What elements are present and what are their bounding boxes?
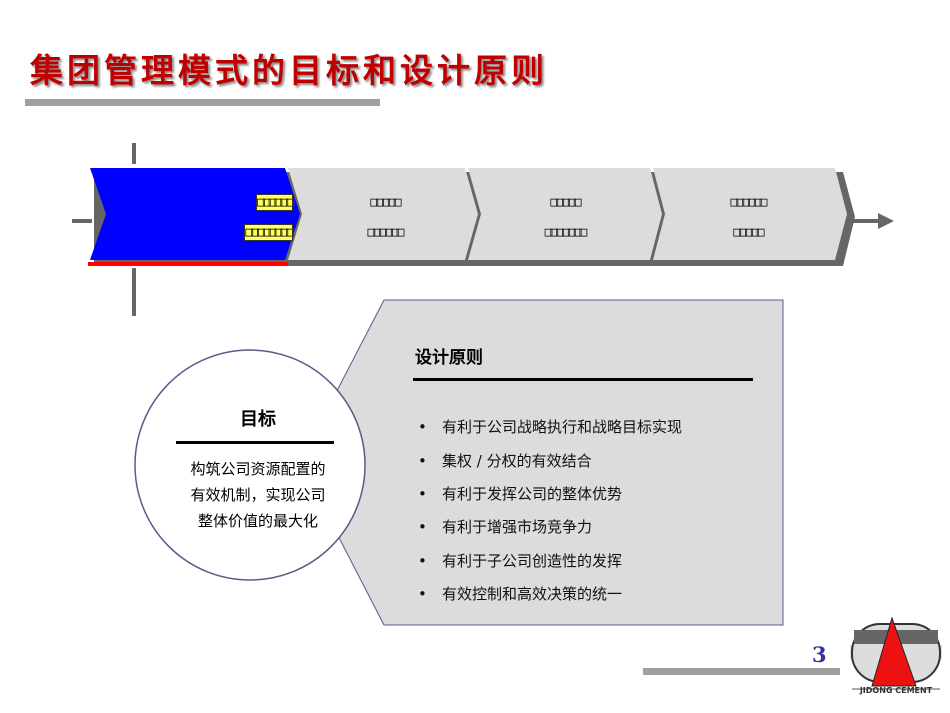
principle-item: •有利于发挥公司的整体优势 (418, 485, 623, 503)
page-number: 3 (812, 642, 827, 667)
arrow-head-icon (878, 213, 894, 229)
principle-item: •有利于公司战略执行和战略目标实现 (418, 418, 683, 436)
chevron-step-3 (468, 168, 662, 260)
principle-item: •有效控制和高效决策的统一 (418, 585, 623, 603)
active-step-underline (88, 262, 288, 266)
principles-divider (413, 378, 753, 381)
step-1-label[interactable]: □□□□□□ □□□□□□□□ (244, 194, 294, 241)
step-2-label[interactable]: □□□□□ □□□□□□ (367, 195, 405, 240)
title-underline (25, 99, 380, 106)
goal-description: 构筑公司资源配置的 有效机制，实现公司 整体价值的最大化 (190, 460, 326, 530)
jidong-logo (850, 616, 942, 690)
goal-circle (134, 349, 366, 581)
principle-item: •有利于增强市场竞争力 (418, 518, 593, 536)
principle-item: •有利于子公司创造性的发挥 (418, 552, 623, 570)
goal-heading: 目标 (240, 409, 276, 430)
goal-divider (176, 441, 334, 444)
principles-heading: 设计原则 (415, 348, 483, 368)
principle-item: •集权 / 分权的有效结合 (418, 452, 592, 470)
step-3-label[interactable]: □□□□□ □□□□□□□ (544, 195, 588, 240)
chevron-step-4 (653, 168, 847, 260)
chevron-step-2 (288, 168, 478, 260)
logo-text: JIDONG CEMENT (859, 686, 933, 695)
step-4-label[interactable]: □□□□□□ □□□□□ (730, 195, 768, 240)
slide-title: 集团管理模式的目标和设计原则 (30, 51, 548, 90)
